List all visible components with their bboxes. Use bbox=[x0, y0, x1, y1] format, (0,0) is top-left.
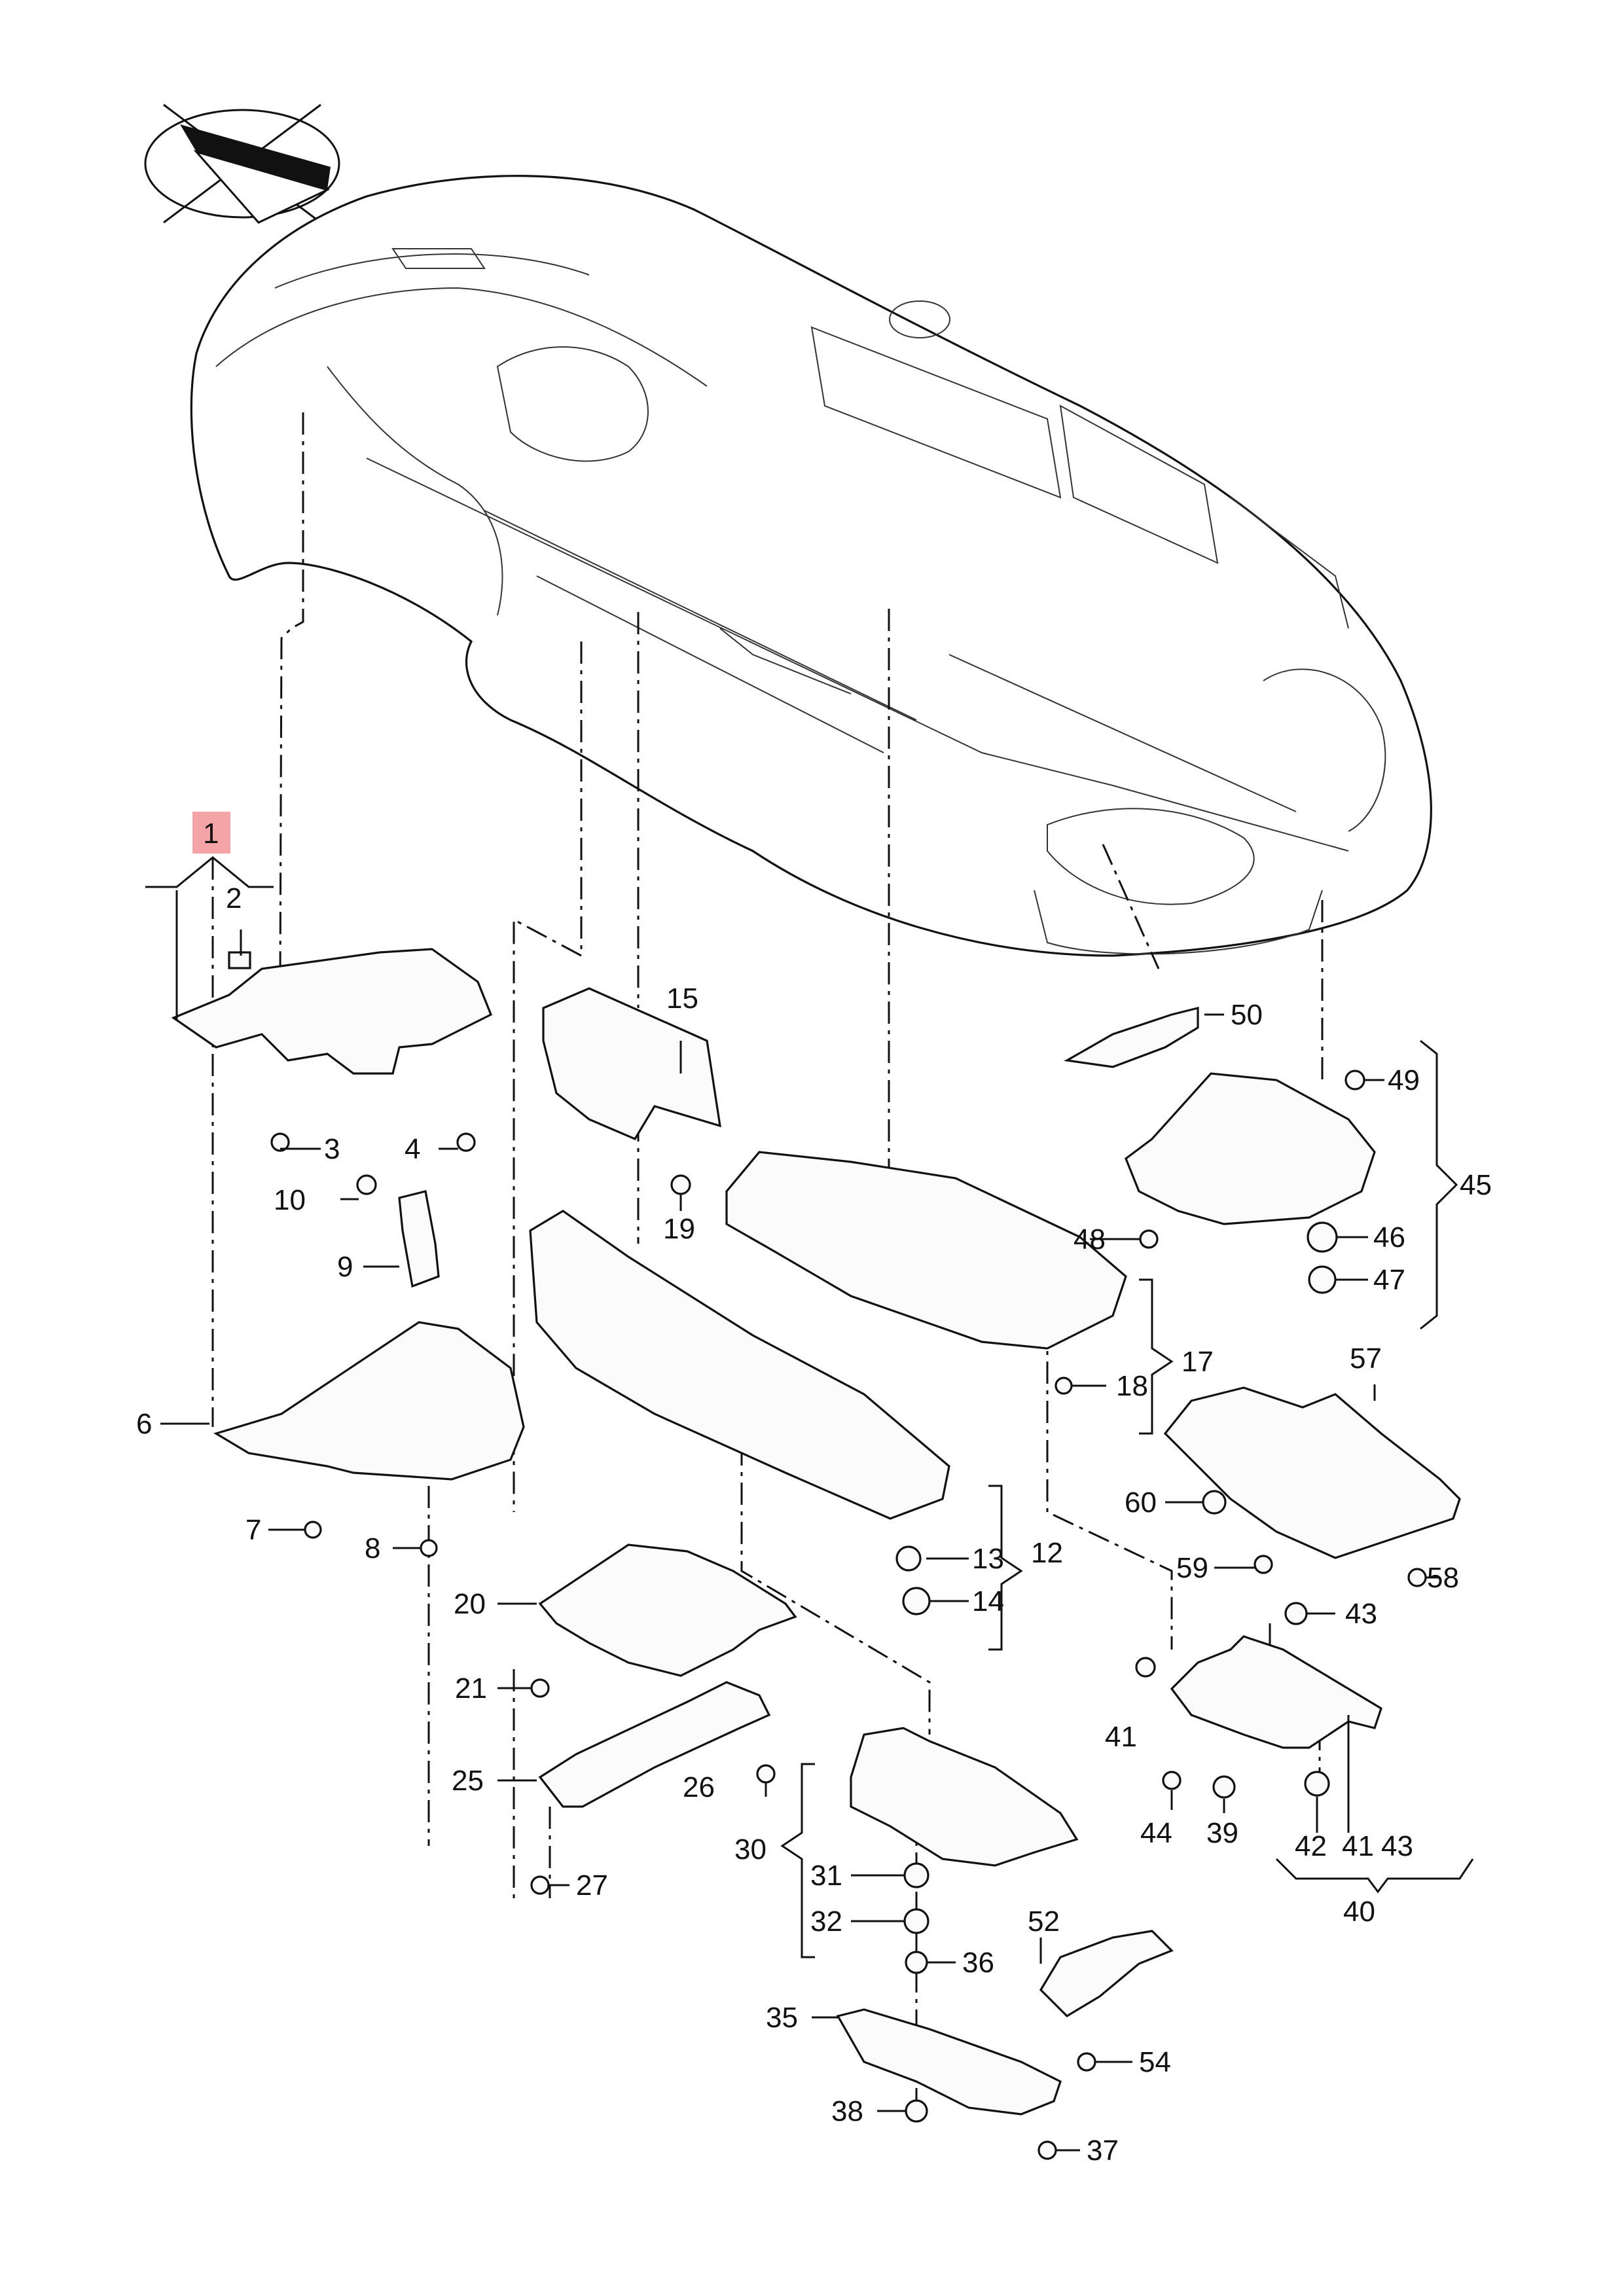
label-21[interactable]: 21 bbox=[455, 1672, 487, 1704]
label-41b[interactable]: 41 bbox=[1342, 1830, 1374, 1862]
label-59[interactable]: 59 bbox=[1176, 1552, 1208, 1584]
label-8[interactable]: 8 bbox=[365, 1532, 380, 1564]
label-50[interactable]: 50 bbox=[1231, 999, 1263, 1031]
label-49[interactable]: 49 bbox=[1388, 1064, 1420, 1096]
label-58[interactable]: 58 bbox=[1427, 1562, 1459, 1594]
label-31[interactable]: 31 bbox=[810, 1860, 842, 1892]
label-27[interactable]: 27 bbox=[576, 1869, 608, 1902]
label-40[interactable]: 40 bbox=[1343, 1896, 1375, 1928]
label-17[interactable]: 17 bbox=[1182, 1346, 1214, 1378]
label-44[interactable]: 44 bbox=[1140, 1817, 1172, 1849]
part-shapes bbox=[171, 948, 1461, 2116]
label-54[interactable]: 54 bbox=[1139, 2046, 1171, 2078]
label-47[interactable]: 47 bbox=[1373, 1264, 1405, 1296]
part-labels: 1 2 3 4 10 9 6 7 8 15 19 13 12 14 18 17 … bbox=[136, 818, 1492, 2167]
highlight-box bbox=[192, 812, 230, 854]
label-43b[interactable]: 43 bbox=[1381, 1830, 1413, 1862]
label-26[interactable]: 26 bbox=[683, 1771, 715, 1803]
label-20[interactable]: 20 bbox=[454, 1588, 486, 1620]
label-7[interactable]: 7 bbox=[245, 1514, 261, 1546]
label-42[interactable]: 42 bbox=[1295, 1830, 1327, 1862]
label-36[interactable]: 36 bbox=[962, 1947, 994, 1979]
label-12[interactable]: 12 bbox=[1031, 1537, 1063, 1569]
label-41a[interactable]: 41 bbox=[1105, 1721, 1137, 1753]
label-13[interactable]: 13 bbox=[972, 1543, 1004, 1575]
label-39[interactable]: 39 bbox=[1206, 1817, 1238, 1849]
label-32[interactable]: 32 bbox=[810, 1905, 842, 1938]
label-3[interactable]: 3 bbox=[324, 1133, 340, 1165]
label-18[interactable]: 18 bbox=[1116, 1370, 1148, 1402]
label-46[interactable]: 46 bbox=[1373, 1221, 1405, 1253]
vehicle-body-outline bbox=[190, 175, 1432, 957]
label-2[interactable]: 2 bbox=[226, 882, 242, 914]
label-14[interactable]: 14 bbox=[972, 1585, 1004, 1617]
label-1[interactable]: 1 bbox=[203, 818, 219, 850]
label-52[interactable]: 52 bbox=[1028, 1905, 1060, 1938]
label-30[interactable]: 30 bbox=[734, 1833, 767, 1866]
label-6[interactable]: 6 bbox=[136, 1408, 152, 1440]
label-45[interactable]: 45 bbox=[1460, 1169, 1492, 1201]
label-4[interactable]: 4 bbox=[405, 1133, 420, 1165]
label-48[interactable]: 48 bbox=[1074, 1223, 1106, 1255]
label-35[interactable]: 35 bbox=[766, 2002, 798, 2034]
label-37[interactable]: 37 bbox=[1087, 2135, 1119, 2167]
orientation-icon bbox=[144, 103, 340, 224]
label-60[interactable]: 60 bbox=[1125, 1487, 1157, 1519]
label-57[interactable]: 57 bbox=[1350, 1343, 1382, 1375]
label-25[interactable]: 25 bbox=[452, 1765, 484, 1797]
label-43a[interactable]: 43 bbox=[1345, 1598, 1377, 1630]
label-15[interactable]: 15 bbox=[666, 983, 698, 1015]
label-10[interactable]: 10 bbox=[274, 1184, 306, 1216]
label-9[interactable]: 9 bbox=[337, 1251, 353, 1283]
label-19[interactable]: 19 bbox=[663, 1213, 695, 1245]
label-lines bbox=[145, 856, 1474, 2152]
label-38[interactable]: 38 bbox=[831, 2095, 863, 2127]
